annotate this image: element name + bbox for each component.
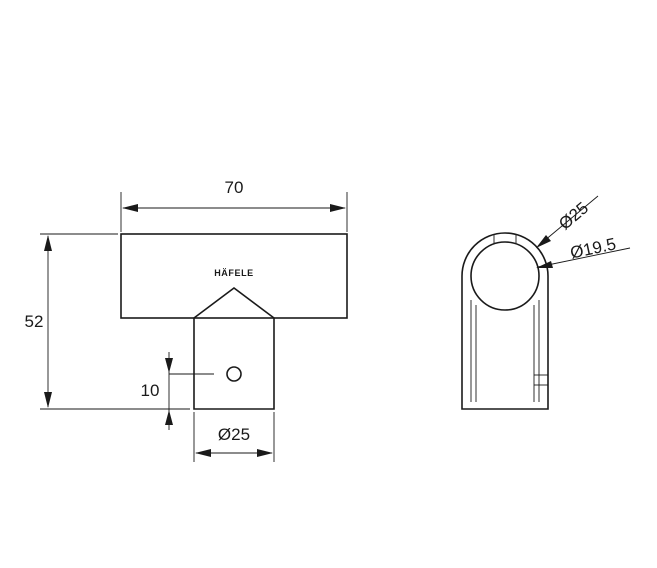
- dimension-inner-diameter: Ø19.5: [536, 234, 631, 268]
- dimension-width-label: 70: [225, 178, 244, 197]
- side-view: [461, 232, 549, 410]
- side-view-outline: [461, 232, 549, 410]
- front-view-joint-triangle: [193, 287, 275, 319]
- front-view-top-bar: [120, 233, 348, 319]
- dimension-outer-diameter-label: Ø25: [555, 198, 592, 233]
- brand-logo: HÄFELE: [214, 268, 254, 278]
- dimension-stem-diameter-label: Ø25: [218, 425, 250, 444]
- front-view-stem: [193, 318, 275, 410]
- side-view-inner-ring: [470, 241, 540, 311]
- side-view-top-notch: [493, 235, 517, 243]
- dimension-height: 52: [25, 233, 190, 410]
- dimension-width: 70: [120, 178, 348, 232]
- dimension-height-label: 52: [25, 312, 44, 331]
- dimension-hole-offset-label: 10: [141, 381, 160, 400]
- front-view-hole: [226, 366, 242, 382]
- dimension-hole-offset: 10: [141, 352, 173, 430]
- dimension-stem-diameter: Ø25: [193, 412, 275, 462]
- front-view: HÄFELE: [120, 233, 348, 410]
- dimension-inner-diameter-label: Ø19.5: [568, 234, 617, 262]
